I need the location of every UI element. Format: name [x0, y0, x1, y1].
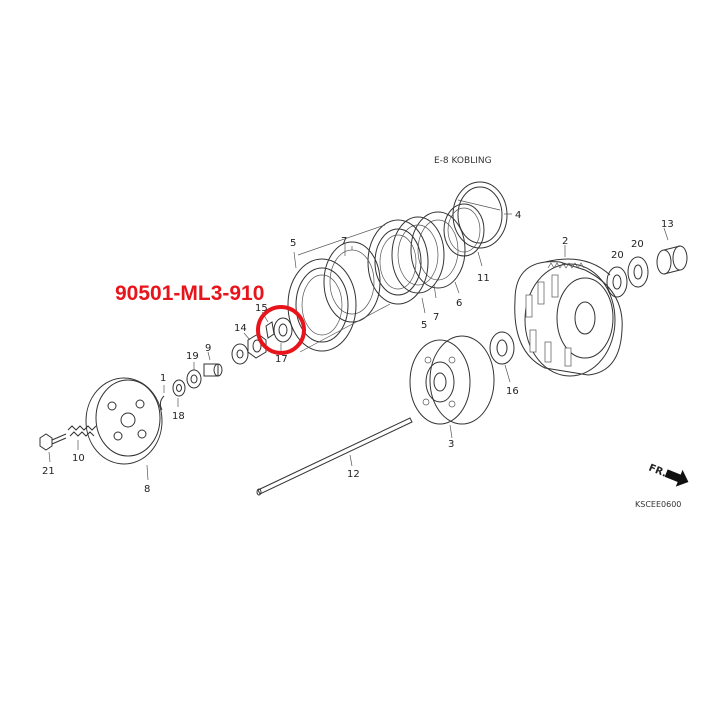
front-direction-arrow: FR. — [647, 463, 689, 487]
callout-20b: 20 — [611, 250, 624, 261]
highlight-part-number: 90501-ML3-910 — [115, 282, 264, 305]
callout-6: 6 — [456, 298, 462, 309]
part-clutch-outer-2[interactable] — [514, 245, 623, 377]
part-friction-disc-6[interactable] — [410, 211, 466, 294]
callout-8: 8 — [144, 484, 150, 495]
callout-4: 4 — [515, 210, 521, 221]
part-circlip-1[interactable] — [159, 385, 165, 411]
part-needle-bearing-20b[interactable] — [606, 266, 628, 298]
callout-18: 18 — [172, 411, 185, 422]
highlight-circle — [256, 305, 306, 355]
part-bolt-21[interactable] — [39, 433, 67, 463]
callout-1: 1 — [160, 373, 166, 384]
section-title: E-8 KOBLING — [434, 156, 492, 166]
part-collar-13[interactable] — [656, 227, 688, 275]
part-clutch-plate-7a[interactable] — [323, 241, 381, 323]
part-washer-18[interactable] — [172, 379, 186, 407]
callout-13: 13 — [661, 219, 674, 230]
stack-guide-lines — [297, 224, 391, 353]
part-clutch-spring-10[interactable] — [67, 425, 97, 450]
part-needle-bearing-20a[interactable] — [627, 256, 649, 288]
part-friction-disc-5a[interactable] — [287, 251, 357, 352]
part-judder-spring-11[interactable] — [443, 203, 485, 267]
callout-3: 3 — [448, 439, 454, 450]
drawing-code: KSCEE0600 — [635, 500, 681, 509]
part-spring-seat-4[interactable] — [452, 181, 512, 249]
part-clutch-center-3[interactable] — [409, 335, 495, 439]
callout-5a: 5 — [290, 238, 296, 249]
callout-21: 21 — [42, 466, 55, 477]
arrow-icon — [664, 469, 689, 487]
callout-19: 19 — [186, 351, 199, 362]
part-pressure-plate-8[interactable] — [85, 377, 163, 481]
callout-2: 2 — [562, 236, 568, 247]
part-push-rod-12[interactable] — [256, 417, 413, 496]
callout-14: 14 — [234, 323, 247, 334]
part-bearing[interactable] — [231, 343, 249, 365]
part-friction-disc-5b[interactable] — [367, 219, 429, 314]
callout-20a: 20 — [631, 239, 644, 250]
callout-16: 16 — [506, 386, 519, 397]
callout-12: 12 — [347, 469, 360, 480]
callout-7b: 7 — [433, 312, 439, 323]
callout-10: 10 — [72, 453, 85, 464]
callout-11: 11 — [477, 273, 490, 284]
part-thrust-washer-16[interactable] — [489, 331, 515, 383]
part-lifter-bearing-19[interactable] — [186, 362, 202, 389]
part-lifter-piece-9[interactable] — [203, 351, 223, 377]
callout-15: 15 — [255, 303, 268, 314]
callout-5b: 5 — [421, 320, 427, 331]
callout-9: 9 — [205, 343, 211, 354]
callout-7a: 7 — [341, 236, 347, 247]
part-lock-washer-17[interactable] — [273, 317, 293, 352]
direction-label: FR. — [647, 463, 668, 480]
callout-17: 17 — [275, 354, 288, 365]
